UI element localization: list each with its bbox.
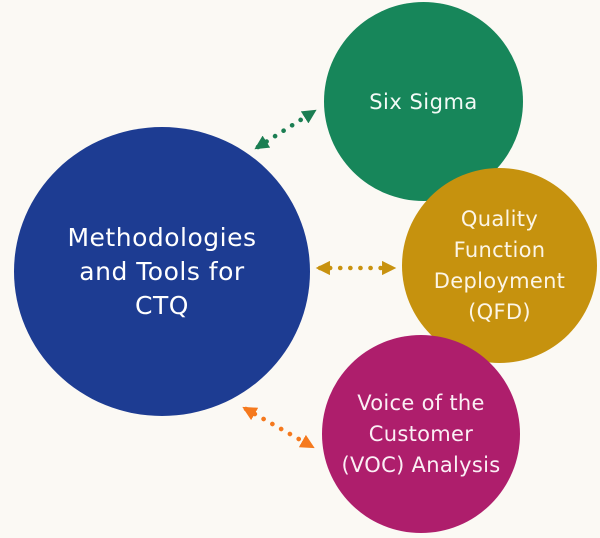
node-qfd-label-line2: Function	[453, 237, 546, 262]
node-qfd-label-line1: Quality	[460, 206, 539, 231]
node-qfd-label-line3: Deployment	[433, 268, 566, 293]
node-ctq-center: Methodologies and Tools for CTQ	[14, 127, 310, 416]
node-qfd-label-line4: (QFD)	[468, 299, 531, 324]
node-six-sigma-label: Six Sigma	[369, 89, 478, 114]
node-voc-label-line1: Voice of the	[357, 390, 485, 415]
node-ctq-label-line1: Methodologies	[67, 222, 257, 252]
connector-ctq-six-sigma	[254, 109, 317, 150]
node-voc-label-line2: Customer	[368, 421, 474, 446]
node-six-sigma: Six Sigma	[324, 2, 523, 201]
node-qfd: Quality Function Deployment (QFD)	[402, 168, 597, 363]
connector-ctq-voc	[242, 406, 315, 449]
node-voc: Voice of the Customer (VOC) Analysis	[322, 335, 520, 533]
node-voc-label-line3: (VOC) Analysis	[341, 452, 501, 477]
node-ctq-label-line3: CTQ	[135, 290, 189, 320]
node-ctq-label-line2: and Tools for	[79, 256, 245, 286]
